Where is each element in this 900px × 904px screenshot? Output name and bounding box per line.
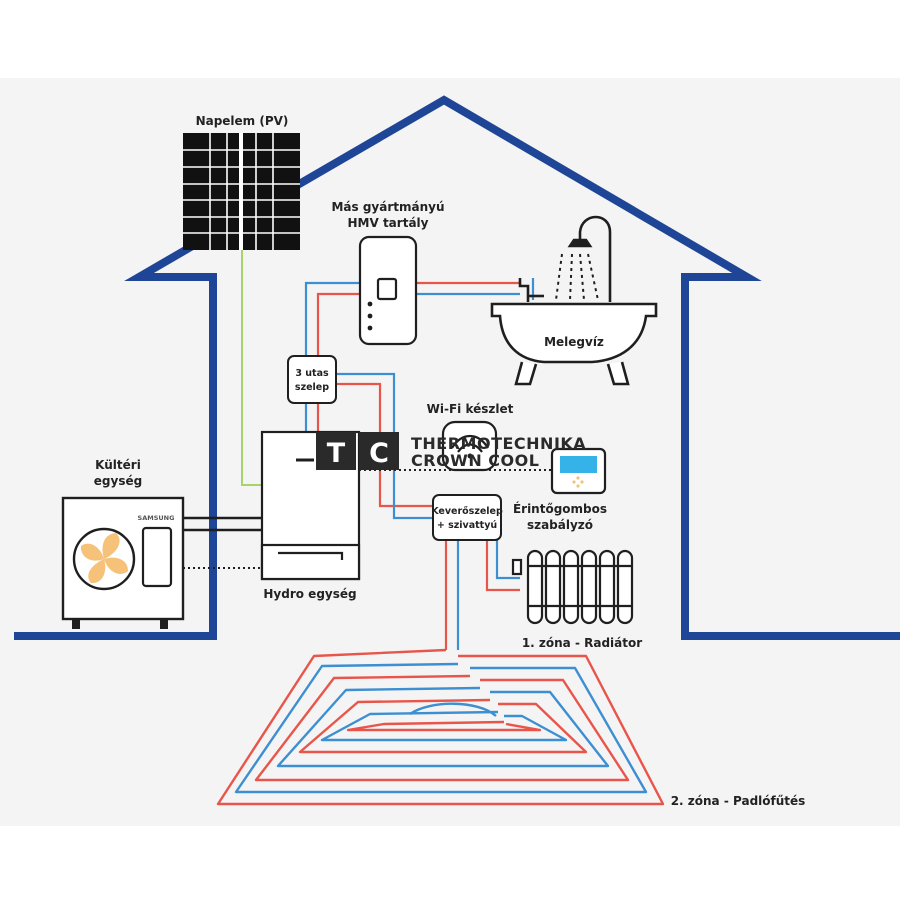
watermark-t: T <box>327 438 346 469</box>
watermark-c: C <box>369 438 389 469</box>
brand-label: SAMSUNG <box>138 514 175 522</box>
label-valve-line2: szelep <box>295 382 329 393</box>
label-controller-line1: Érintőgombos <box>513 501 607 516</box>
floor-heating-spiral <box>216 648 665 806</box>
three-way-valve[interactable]: 3 utas szelep <box>287 355 337 404</box>
label-tank-line2: HMV tartály <box>348 216 429 230</box>
label-valve-line1: 3 utas <box>295 368 329 379</box>
label-tank-line1: Más gyártmányú <box>331 200 444 214</box>
watermark-line1: THERMOTECHNIKA <box>411 434 586 453</box>
solar-cable <box>241 250 262 486</box>
label-mixer-line1: Keverőszelep <box>431 506 503 517</box>
label-hot-water: Melegvíz <box>544 335 604 349</box>
control-lines <box>183 469 552 569</box>
label-zone1: 1. zóna - Radiátor <box>522 636 642 650</box>
label-wifi: Wi-Fi készlet <box>427 402 514 416</box>
label-controller-line2: szabályzó <box>527 518 593 532</box>
house-outline <box>14 95 900 640</box>
fan-icon <box>80 533 128 584</box>
label-hydro: Hydro egység <box>263 587 356 601</box>
solar-panel[interactable] <box>183 133 300 250</box>
radiator-icon[interactable] <box>511 549 634 625</box>
label-mixer-line2: + szivattyú <box>437 520 497 531</box>
label-outdoor-line2: egység <box>94 474 142 488</box>
outdoor-unit[interactable]: SAMSUNG <box>61 496 262 629</box>
label-outdoor-line1: Kültéri <box>95 458 141 472</box>
watermark-logo: T C THERMOTECHNIKA CROWN COOL <box>316 432 586 470</box>
label-pv: Napelem (PV) <box>196 114 289 128</box>
dhw-tank[interactable] <box>358 235 418 346</box>
bathtub-icon <box>490 215 658 386</box>
mixer-valve-pump[interactable]: Keverőszelep + szivattyú <box>431 494 503 541</box>
label-zone2: 2. zóna - Padlófűtés <box>671 794 806 808</box>
watermark-line2: CROWN COOL <box>411 451 539 470</box>
touch-controller[interactable] <box>550 447 607 495</box>
